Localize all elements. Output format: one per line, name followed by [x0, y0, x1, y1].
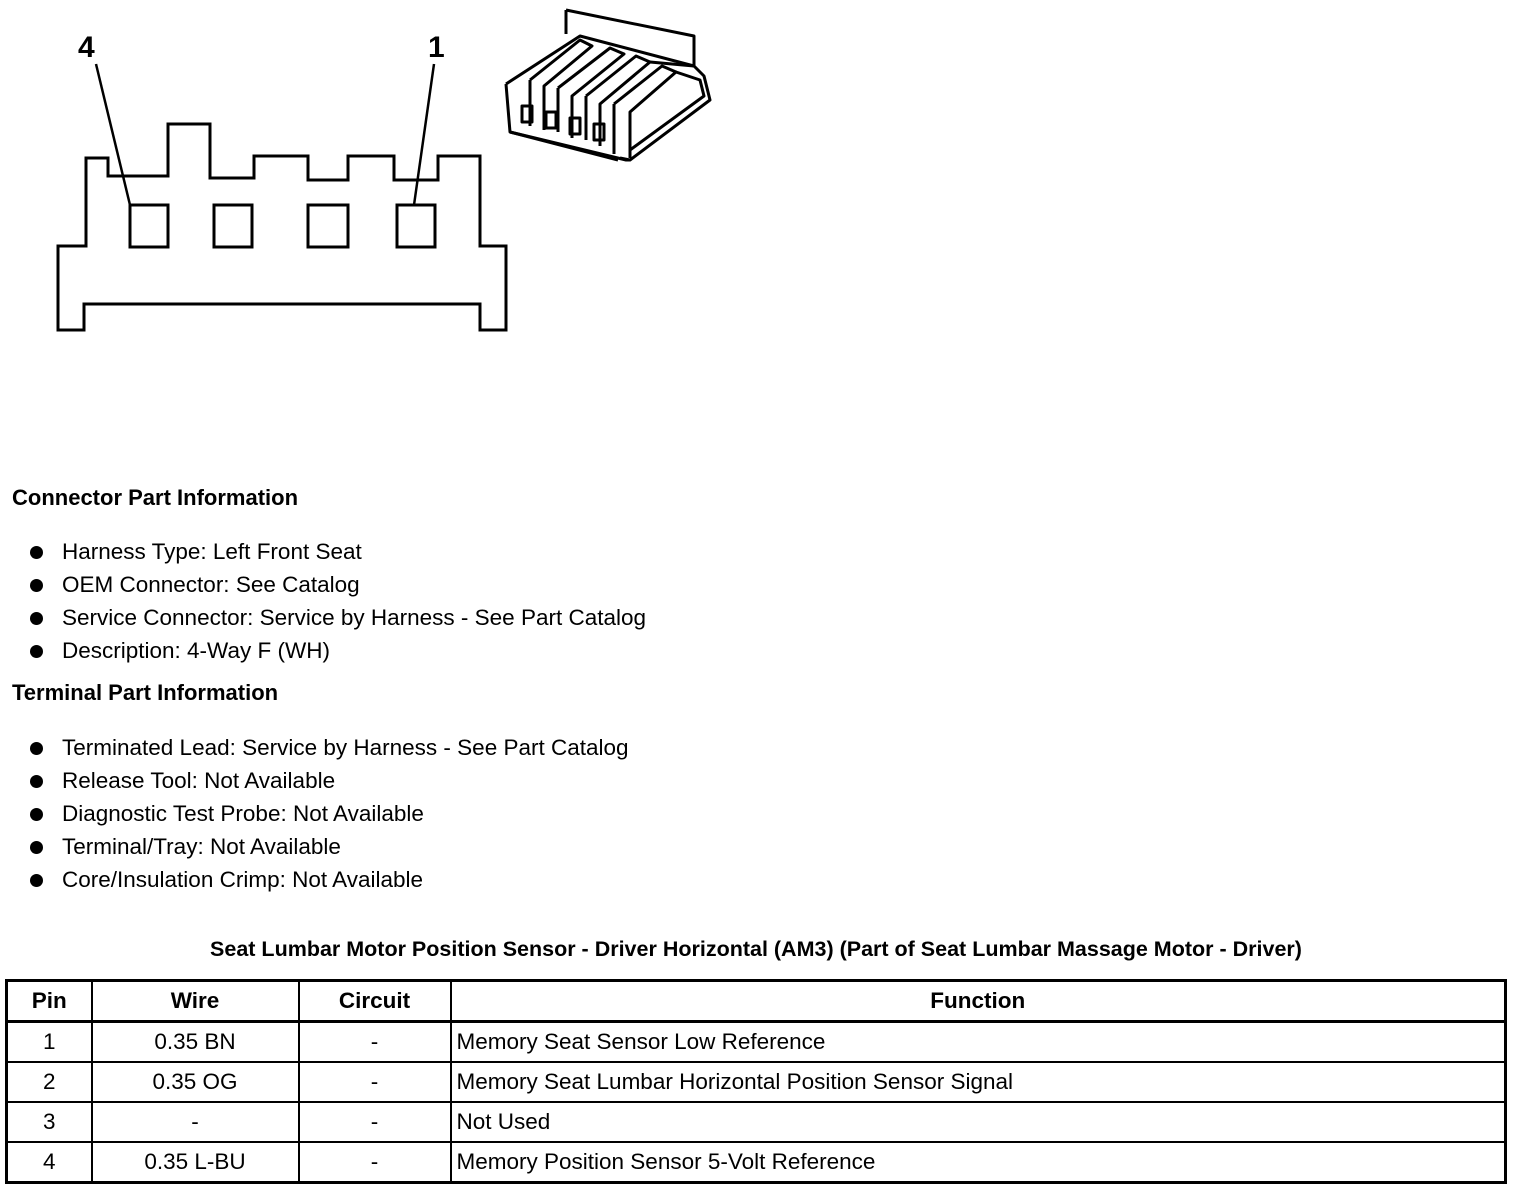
table-row: 4 0.35 L-BU - Memory Position Sensor 5-V… [5, 1141, 1507, 1184]
bullet-icon [30, 874, 43, 887]
pin-table: Pin Wire Circuit Function 1 0.35 BN - Me… [5, 979, 1507, 1184]
cell-function: Memory Seat Lumbar Horizontal Position S… [449, 1061, 1507, 1103]
cell-pin: 4 [5, 1141, 93, 1184]
list-item: Terminated Lead: Service by Harness - Se… [30, 734, 629, 767]
bullet-icon [30, 841, 43, 854]
cell-circuit: - [297, 1141, 452, 1184]
bullet-icon [30, 742, 43, 755]
bullet-icon [30, 612, 43, 625]
connector-info-title: Connector Part Information [12, 485, 299, 510]
connector-info-list: Harness Type: Left Front Seat OEM Connec… [30, 538, 646, 670]
list-item: Description: 4-Way F (WH) [30, 637, 646, 670]
bullet-icon [30, 645, 43, 658]
cell-pin: 3 [5, 1101, 93, 1143]
cavity-1 [395, 203, 437, 249]
leader-line-pin-1 [412, 63, 436, 206]
connector-diagram: 4 1 [56, 8, 712, 332]
header-pin: Pin [5, 979, 93, 1023]
list-item: Harness Type: Left Front Seat [30, 538, 646, 571]
list-item: Core/Insulation Crimp: Not Available [30, 866, 629, 899]
connector-face-outline [56, 122, 508, 332]
leader-line-pin-4 [94, 63, 132, 206]
cell-circuit: - [297, 1101, 452, 1143]
connector-iso-illustration [504, 8, 712, 162]
list-item: Diagnostic Test Probe: Not Available [30, 800, 629, 833]
pin-label-1: 1 [428, 31, 445, 64]
cell-wire: 0.35 OG [90, 1061, 300, 1103]
cell-function: Memory Position Sensor 5-Volt Reference [449, 1141, 1507, 1184]
pin-table-title: Seat Lumbar Motor Position Sensor - Driv… [210, 937, 1302, 961]
list-item: Release Tool: Not Available [30, 767, 629, 800]
bullet-icon [30, 775, 43, 788]
cavity-3 [212, 203, 254, 249]
terminal-info-list: Terminated Lead: Service by Harness - Se… [30, 734, 629, 899]
table-header-row: Pin Wire Circuit Function [5, 979, 1507, 1023]
list-item: OEM Connector: See Catalog [30, 571, 646, 604]
bullet-icon [30, 808, 43, 821]
cell-wire: 0.35 L-BU [90, 1141, 300, 1184]
cell-function: Not Used [449, 1101, 1507, 1143]
cell-pin: 2 [5, 1061, 93, 1103]
header-circuit: Circuit [297, 979, 452, 1023]
cavity-4 [128, 203, 170, 249]
pin-label-4: 4 [78, 31, 95, 64]
table-row: 3 - - Not Used [5, 1101, 1507, 1143]
bullet-icon [30, 546, 43, 559]
table-row: 1 0.35 BN - Memory Seat Sensor Low Refer… [5, 1020, 1507, 1063]
cell-circuit: - [297, 1020, 452, 1063]
header-wire: Wire [90, 979, 300, 1023]
table-row: 2 0.35 OG - Memory Seat Lumbar Horizonta… [5, 1061, 1507, 1103]
cavity-2 [306, 203, 350, 249]
header-function: Function [449, 979, 1507, 1023]
terminal-info-title: Terminal Part Information [12, 680, 279, 705]
list-item: Service Connector: Service by Harness - … [30, 604, 646, 637]
cell-pin: 1 [5, 1020, 93, 1063]
cell-wire: - [90, 1101, 300, 1143]
bullet-icon [30, 579, 43, 592]
cell-wire: 0.35 BN [90, 1020, 300, 1063]
cell-function: Memory Seat Sensor Low Reference [449, 1020, 1507, 1063]
list-item: Terminal/Tray: Not Available [30, 833, 629, 866]
cell-circuit: - [297, 1061, 452, 1103]
